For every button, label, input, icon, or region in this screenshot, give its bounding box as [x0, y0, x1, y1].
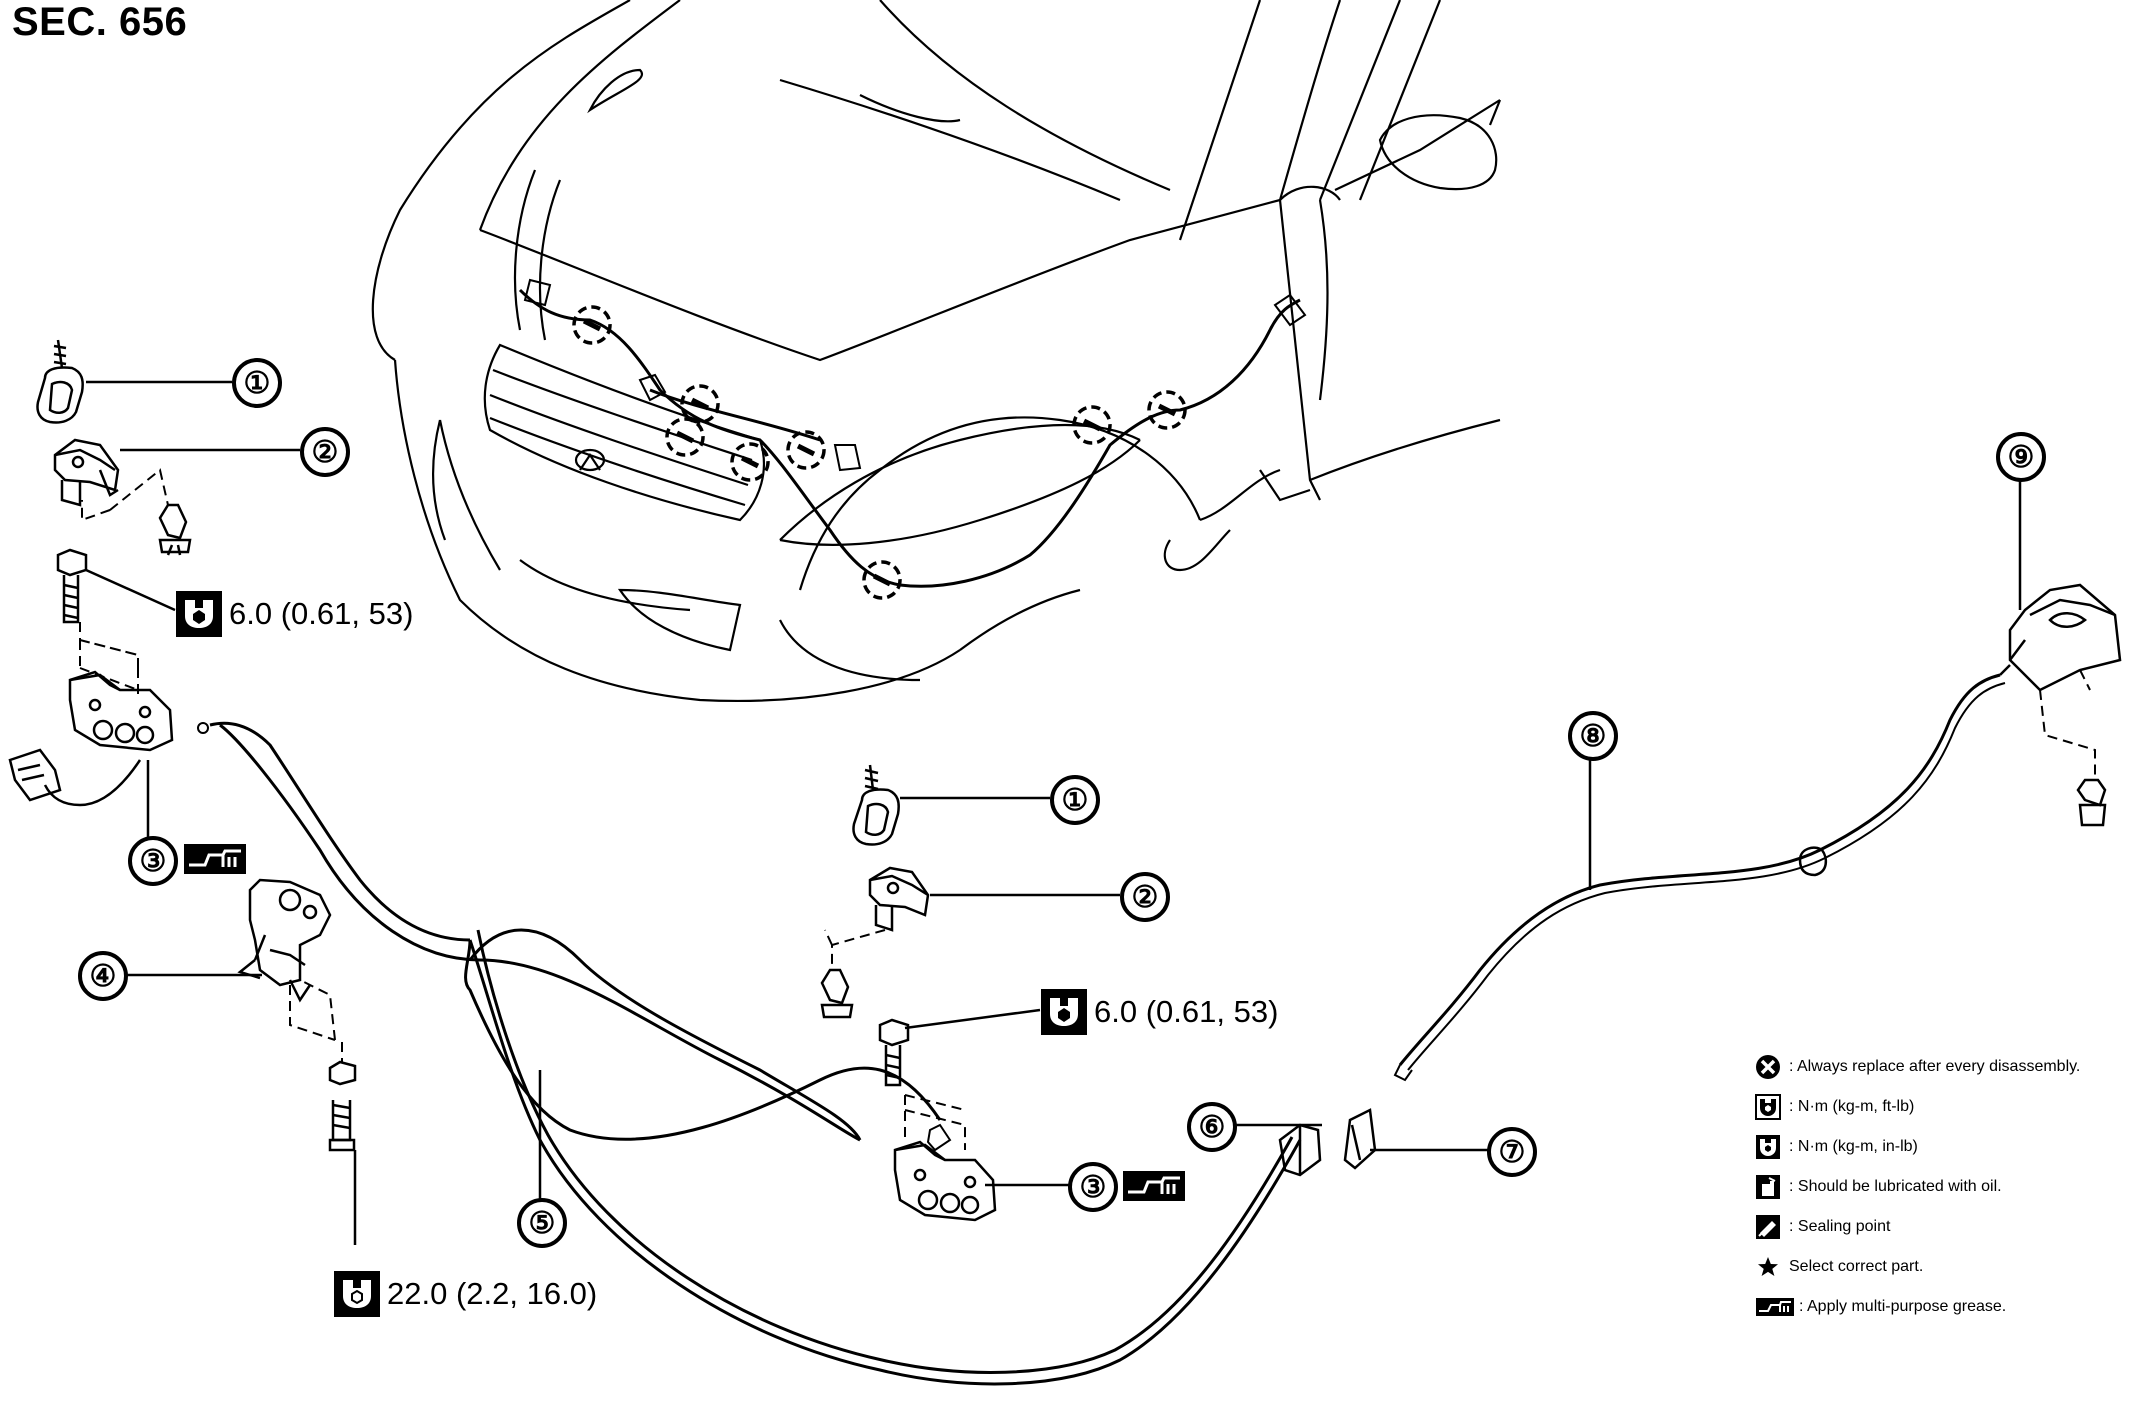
callout-9: ⑨	[1996, 432, 2046, 482]
callout-2-center: ②	[1120, 872, 1170, 922]
dashed-assembly-3b	[904, 1094, 966, 1150]
legend-text-torque-ft-lb: : N·m (kg-m, ft-lb)	[1789, 1097, 1915, 1115]
grease-icon	[1123, 1171, 1185, 1201]
part-3-sensor-upper-left	[8, 670, 174, 807]
callout-6: ⑥	[1187, 1102, 1237, 1152]
grease-icon	[184, 844, 246, 874]
dashed-assembly-9	[2039, 669, 2096, 775]
part-3-sensor-center	[893, 1140, 997, 1222]
bolt-lower-left	[328, 1060, 357, 1152]
harness-clip-markers	[572, 305, 1187, 600]
bolt-upper-left	[56, 548, 88, 624]
leader-torque-center	[904, 1008, 1041, 1030]
callout-2-upper-left: ②	[300, 427, 350, 477]
sealing-point-icon	[1756, 1214, 1780, 1239]
part-7-connector-cover	[1343, 1108, 1377, 1170]
part-2-bracket-upper-left	[53, 438, 192, 556]
legend-row-torque-in-lb: : N·m (kg-m, in-lb)	[1755, 1133, 2125, 1160]
callout-8: ⑧	[1568, 711, 1618, 761]
torque-spec-bottom: 22.0 (2.2, 16.0)	[333, 1270, 597, 1318]
legend-text-star: Select correct part.	[1789, 1257, 1924, 1275]
legend-text-torque-in-lb: : N·m (kg-m, in-lb)	[1789, 1137, 1918, 1155]
callout-1-upper-left: ①	[232, 358, 282, 408]
torque-in-lb-icon	[176, 591, 222, 637]
legend-row-always-replace: : Always replace after every disassembly…	[1755, 1053, 2125, 1080]
part-2-bracket-center	[820, 866, 930, 1019]
part-1-clip-center	[852, 764, 900, 846]
star-icon	[1758, 1256, 1778, 1276]
callout-1-center: ①	[1050, 775, 1100, 825]
hood-lock-harness-on-car	[518, 278, 1307, 588]
torque-spec-upper-left: 6.0 (0.61, 53)	[175, 590, 413, 638]
torque-value-bottom: 22.0 (2.2, 16.0)	[387, 1276, 598, 1311]
part-9-release-handle	[1999, 583, 2122, 827]
legend-row-torque-ft-lb: : N·m (kg-m, ft-lb)	[1755, 1093, 2125, 1120]
symbol-legend: : Always replace after every disassembly…	[1755, 1053, 2125, 1333]
dashed-assembly-4	[289, 979, 336, 1041]
legend-row-oil: : Should be lubricated with oil.	[1755, 1173, 2125, 1200]
dashed-assembly-2a	[81, 468, 169, 522]
legend-row-grease: : Apply multi-purpose grease.	[1755, 1293, 2125, 1320]
legend-text-sealing: : Sealing point	[1789, 1217, 1891, 1235]
part-5-hood-lock-cable	[219, 723, 1302, 1386]
car-front-illustration	[371, 0, 1502, 703]
section-title: SEC. 656	[12, 0, 188, 44]
legend-row-sealing: : Sealing point	[1755, 1213, 2125, 1240]
oil-lubricate-icon	[1756, 1174, 1780, 1199]
grease-icon	[1756, 1297, 1794, 1316]
callout-5: ⑤	[517, 1198, 567, 1248]
always-replace-icon	[1756, 1054, 1780, 1079]
legend-text-always-replace: : Always replace after every disassembly…	[1789, 1057, 2081, 1075]
bolt-center	[878, 1018, 910, 1087]
cable-upper-left	[209, 721, 471, 942]
part-1-clip-upper-left	[36, 339, 84, 424]
legend-text-oil: : Should be lubricated with oil.	[1789, 1177, 2002, 1195]
torque-in-lb-icon	[1756, 1134, 1780, 1159]
dashed-assembly-2b	[824, 929, 886, 970]
legend-text-grease: : Apply multi-purpose grease.	[1799, 1297, 2007, 1315]
torque-spec-center: 6.0 (0.61, 53)	[1040, 988, 1278, 1036]
torque-value-upper-left: 6.0 (0.61, 53)	[229, 596, 414, 631]
legend-row-star: Select correct part.	[1755, 1253, 2125, 1280]
clip-marker-dashes	[582, 318, 1177, 587]
leader-torque-upper-left	[85, 568, 176, 612]
torque-ft-lb-icon	[334, 1271, 380, 1317]
torque-in-lb-icon	[1041, 989, 1087, 1035]
callout-3-center: ③	[1068, 1162, 1118, 1212]
part-4-hood-lock	[237, 878, 332, 1003]
part-8-release-cable	[1398, 673, 2001, 1066]
callout-3-upper-left: ③	[128, 836, 178, 886]
callout-4: ④	[78, 951, 128, 1001]
torque-value-center: 6.0 (0.61, 53)	[1094, 994, 1279, 1029]
torque-ft-lb-icon	[1755, 1093, 1781, 1120]
callout-7: ⑦	[1487, 1127, 1537, 1177]
